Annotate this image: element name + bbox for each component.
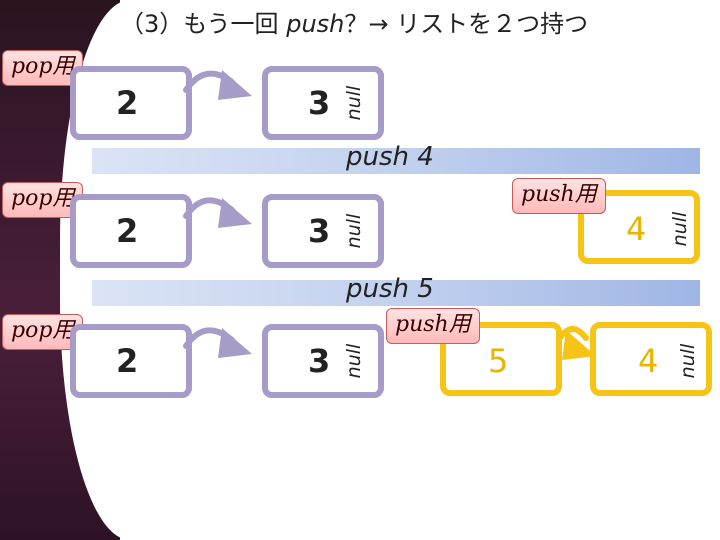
null-label: null — [677, 343, 699, 379]
null-label: null — [343, 85, 365, 121]
push-tag-row2: push用 — [512, 178, 606, 214]
slide-title: （3）もう一回 push？→ リストを２つ持つ — [120, 6, 588, 42]
push-node-row2-a: 4 null — [578, 190, 700, 264]
null-label: null — [343, 213, 365, 249]
pop-tag-row2: pop用 — [2, 182, 84, 218]
node-value: 2 — [116, 212, 139, 250]
node-value: 3 — [308, 212, 331, 250]
node-value: 2 — [116, 84, 139, 122]
step-label-push-4: push 4 — [346, 142, 434, 172]
pop-node-row3-a: 2 — [70, 324, 192, 398]
node-value: 3 — [308, 84, 331, 122]
step-band-2 — [92, 280, 700, 306]
node-value: 2 — [116, 342, 139, 380]
pop-tag-row1: pop用 — [2, 50, 84, 86]
node-value: 5 — [488, 342, 509, 380]
null-label: null — [669, 211, 691, 247]
node-value: 3 — [308, 342, 331, 380]
pop-node-row2-a: 2 — [70, 194, 192, 268]
pop-node-row1-b: 3 null — [262, 66, 384, 140]
node-value: 4 — [626, 210, 647, 248]
pop-tag-row3: pop用 — [2, 314, 84, 350]
step-band-1 — [92, 148, 700, 174]
title-text-2: ？→ リストを２つ持つ — [344, 10, 589, 38]
title-text-1: もう一回 — [183, 10, 287, 38]
title-push: push — [286, 10, 345, 38]
push-tag-row3: push用 — [386, 308, 480, 344]
null-label: null — [343, 343, 365, 379]
pop-node-row1-a: 2 — [70, 66, 192, 140]
pop-node-row3-b: 3 null — [262, 324, 384, 398]
push-node-row3-b: 4 null — [590, 322, 712, 396]
step-label-push-5: push 5 — [346, 274, 434, 304]
pop-node-row2-b: 3 null — [262, 194, 384, 268]
node-value: 4 — [638, 342, 659, 380]
title-step: （3） — [120, 10, 184, 38]
